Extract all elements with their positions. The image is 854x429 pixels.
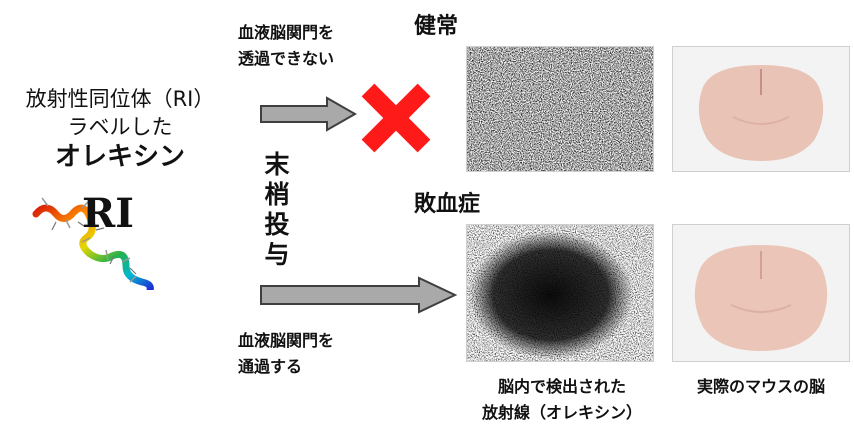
caption-scan-line2: 放射線（オレキシン）	[481, 403, 642, 422]
caption-scan-line1: 脳内で検出された	[497, 377, 626, 396]
bbb-passes-line1: 血液脳関門を	[238, 331, 335, 350]
cross-icon	[358, 82, 434, 154]
vertical-char-2: 梢	[264, 180, 290, 209]
bbb-passes-line2: 通過する	[238, 357, 303, 376]
bottom-arrow-icon	[259, 276, 459, 314]
heading-sepsis: 敗血症	[414, 192, 481, 217]
vertical-char-1: 末	[264, 150, 290, 179]
sepsis-brain-photo	[672, 224, 850, 362]
heading-healthy: 健常	[414, 14, 459, 39]
bbb-cannot-pass-line2: 透過できない	[238, 49, 335, 68]
label-radioisotope: 放射性同位体（RI）	[25, 87, 215, 111]
sepsis-scan-image	[466, 224, 654, 362]
peripheral-administration-label: 末 梢 投 与	[262, 150, 292, 270]
protein-structure-icon	[26, 192, 160, 294]
label-labeled: ラベルした	[67, 115, 173, 139]
vertical-char-3: 投	[264, 210, 290, 239]
ri-label: RI	[82, 190, 134, 237]
healthy-scan-image	[466, 46, 654, 172]
vertical-char-4: 与	[264, 240, 290, 269]
healthy-brain-photo	[672, 46, 850, 172]
label-orexin: オレキシン	[54, 142, 185, 172]
caption-photo: 実際のマウスの脳	[696, 377, 825, 396]
top-arrow-icon	[259, 96, 359, 132]
bbb-cannot-pass-line1: 血液脳関門を	[238, 23, 335, 42]
